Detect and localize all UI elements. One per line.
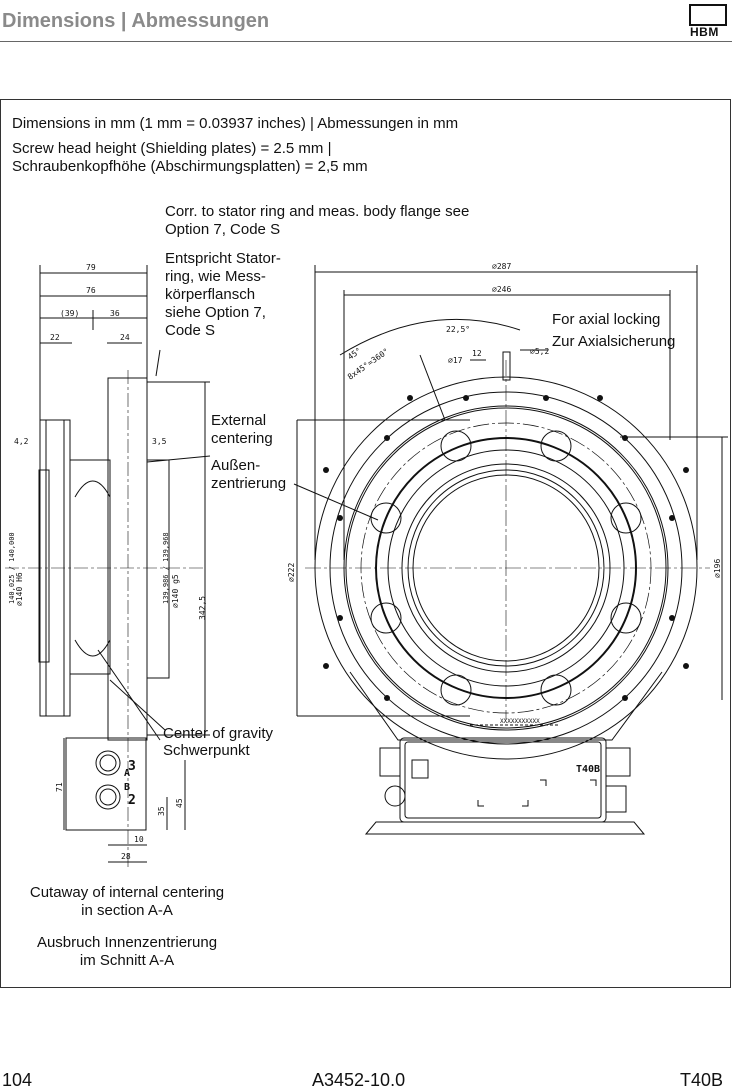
dim-35: 35	[157, 806, 166, 816]
dim-5-2: ⌀5,2	[530, 347, 549, 356]
dim-12: 12	[472, 349, 482, 358]
external-centering-de: Außen- zentrierung	[211, 457, 287, 492]
serial-number: XXXXXXXXXXX	[500, 718, 540, 725]
cutaway-caption-en: Cutaway of internal centering in section…	[29, 884, 225, 919]
dim-71: 71	[55, 782, 64, 792]
dim-196: ⌀196	[713, 559, 722, 578]
connector-label-b: B	[124, 782, 130, 793]
dim-24: 24	[120, 333, 130, 342]
document-number: A3452-10.0	[312, 1070, 406, 1090]
logo-box	[689, 4, 727, 26]
screw-note-line2: Schraubenkopfhöhe (Abschirmungsplatten) …	[12, 158, 368, 175]
dim-39: (39)	[60, 309, 79, 318]
logo-text: HBM	[690, 25, 719, 39]
dim-76: 76	[86, 286, 96, 295]
dim-140-h6-tol: 140,025 / 140,000	[8, 532, 16, 604]
page-number: 104	[2, 1070, 33, 1090]
dim-28: 28	[121, 852, 131, 861]
axial-locking-de: Zur Axialsicherung	[552, 333, 676, 350]
connector-label-3: 3	[128, 759, 136, 774]
model-label: T40B	[576, 764, 600, 775]
dim-287: ⌀287	[492, 262, 511, 271]
center-of-gravity-en: Center of gravity	[163, 725, 274, 742]
dim-140-h6: ⌀140 H6	[15, 572, 24, 606]
dim-222: ⌀222	[287, 563, 296, 582]
corr-callout-line1: Corr. to stator ring and meas. body flan…	[165, 203, 470, 220]
connector-label-a: A	[124, 768, 130, 779]
dim-36: 36	[110, 309, 120, 318]
dim-342-5: 342,5	[198, 596, 207, 620]
corr-callout-line2: Option 7, Code S	[165, 221, 281, 238]
entspricht-callout: Entspricht Stator- ring, wie Mess- körpe…	[165, 250, 281, 339]
dim-17: ⌀17	[448, 356, 463, 365]
dim-3-5: 3,5	[152, 437, 167, 446]
side-view	[5, 265, 211, 870]
dim-140-g5: ⌀140 g5	[171, 574, 180, 608]
dim-79: 79	[86, 263, 96, 272]
dim-246: ⌀246	[492, 285, 511, 294]
cutaway-caption-de: Ausbruch Innenzentrierung im Schnitt A-A	[36, 934, 218, 969]
center-of-gravity-de: Schwerpunkt	[163, 742, 250, 759]
front-view	[293, 265, 728, 835]
dim-4-2: 4,2	[14, 437, 29, 446]
header-rule	[0, 41, 732, 42]
external-centering-en: External centering	[211, 412, 273, 447]
dim-140-g5-tol: 139,986 / 139,968	[162, 532, 170, 604]
dim-45-deg: 45°	[346, 346, 363, 362]
hbm-logo: HBM	[689, 4, 729, 39]
product-name: T40B	[680, 1070, 724, 1090]
axial-locking-en: For axial locking	[552, 311, 661, 328]
dim-10: 10	[134, 835, 144, 844]
units-note: Dimensions in mm (1 mm = 0.03937 inches)…	[12, 115, 459, 132]
screw-note-line1: Screw head height (Shielding plates) = 2…	[12, 140, 332, 157]
dim-45: 45	[175, 798, 184, 808]
drawing-frame	[0, 99, 731, 988]
connector-label-2: 2	[128, 793, 136, 808]
page-header-title: Dimensions | Abmessungen	[2, 10, 270, 32]
dim-22-5-deg: 22,5°	[446, 325, 470, 334]
dim-22: 22	[50, 333, 60, 342]
